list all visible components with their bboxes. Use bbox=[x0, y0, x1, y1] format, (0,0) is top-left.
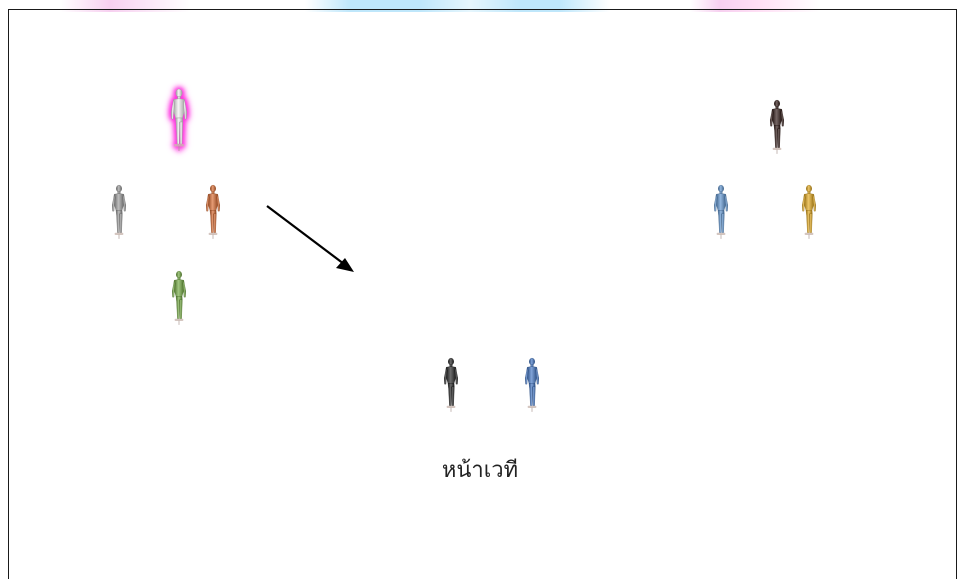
mannequin-gray[interactable] bbox=[106, 182, 132, 242]
direction-arrow bbox=[262, 200, 362, 280]
mannequin-green[interactable] bbox=[166, 268, 192, 328]
mannequin-orange[interactable] bbox=[200, 182, 226, 242]
diagram-frame bbox=[8, 9, 957, 579]
mannequin-white-highlighted[interactable] bbox=[164, 88, 194, 152]
mannequin-yellow[interactable] bbox=[796, 182, 822, 242]
mannequin-dark-brown[interactable] bbox=[764, 97, 790, 157]
arrow-shaft bbox=[267, 206, 344, 264]
mannequin-blue[interactable] bbox=[519, 355, 545, 415]
mannequin-black[interactable] bbox=[438, 355, 464, 415]
mannequin-light-blue[interactable] bbox=[708, 182, 734, 242]
stage-label: หน้าเวที bbox=[440, 452, 520, 490]
